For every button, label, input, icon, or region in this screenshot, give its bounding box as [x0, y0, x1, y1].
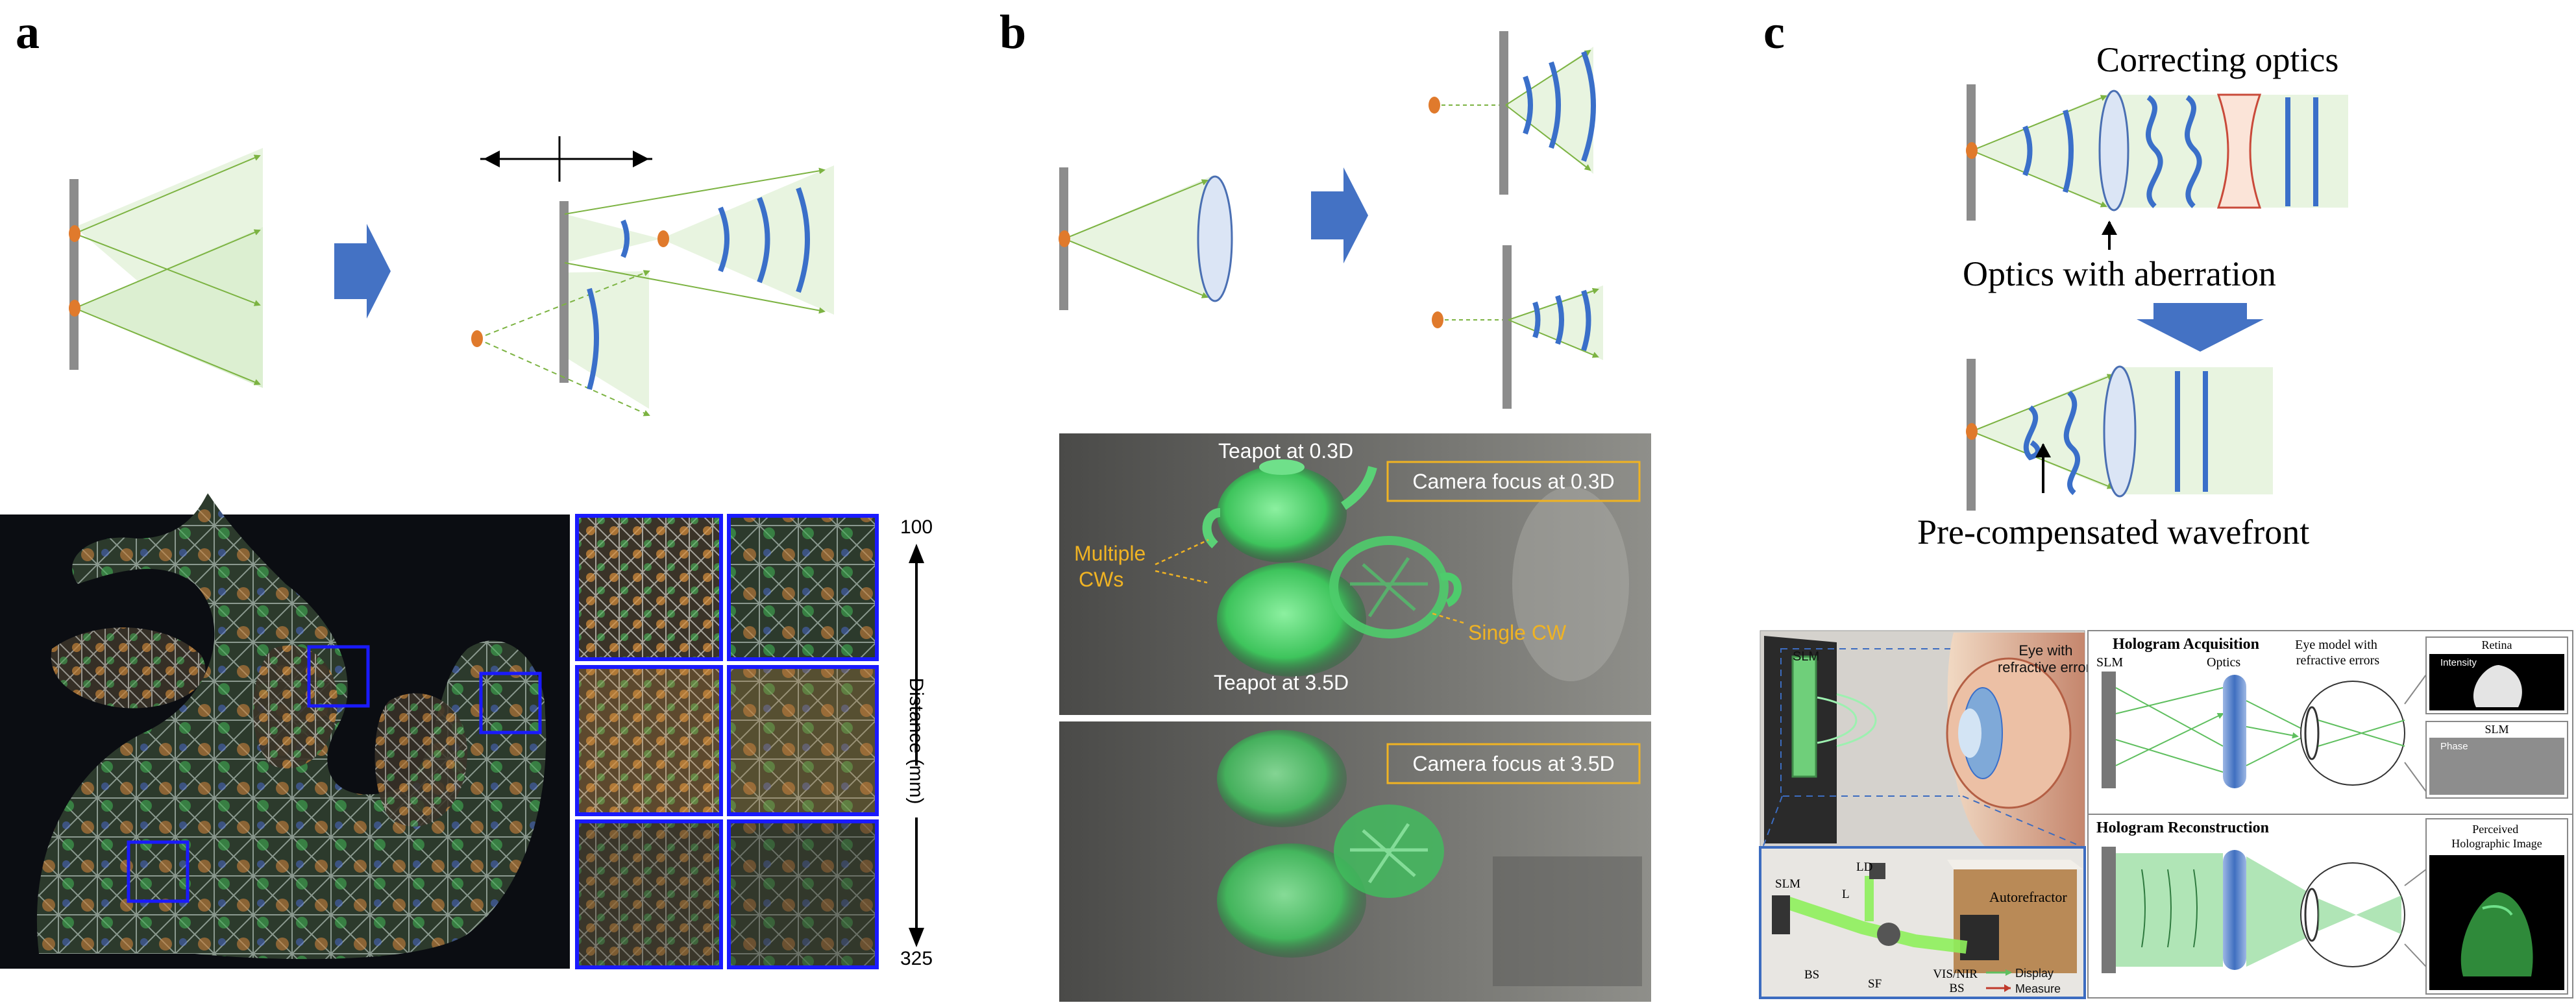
process-arrow: [334, 224, 391, 319]
retina-label: Retina: [2482, 638, 2512, 651]
panel-c: c Correcting optics Optics with aberrati…: [1759, 6, 2573, 999]
acquisition-title: Hologram Acquisition: [2113, 636, 2259, 653]
reconstruction-title: Hologram Reconstruction: [2096, 819, 2269, 836]
concave-lens: [2216, 93, 2262, 209]
highlight-box: [479, 672, 542, 734]
lens: [1197, 175, 1233, 302]
inset: [727, 514, 879, 661]
aberrated-lens: [2103, 365, 2137, 498]
legend-measure: Measure: [2015, 982, 2061, 995]
panel-c-letter: c: [1763, 6, 1785, 59]
focal-point: [657, 230, 669, 247]
highlight-box: [127, 840, 190, 903]
teapot-photo-focus-far: Camera focus at 3.5D: [1059, 721, 1651, 1002]
inset: [727, 819, 879, 969]
experimental-setup: SLM Eye with refractive errors: [1760, 630, 2098, 848]
point-source: [69, 225, 80, 242]
panel-c-precompensated-diagram: Pre-compensated wavefront: [1917, 359, 2309, 551]
slm-photo-label: SLM: [1775, 877, 1800, 891]
eye-model-label: Eye model with refractive errors: [2295, 638, 2381, 668]
point-source: [1966, 423, 1978, 440]
virtual-source: [471, 330, 483, 347]
acquisition-optics-label: Optics: [2207, 655, 2240, 670]
panel-a: a: [0, 6, 933, 969]
panel-b-wave-out-top: [1429, 31, 1596, 195]
point-source: [1432, 311, 1443, 328]
intensity-label: Intensity: [2440, 657, 2477, 668]
acquisition-slm-label: SLM: [2096, 655, 2123, 670]
teapot-near: [1202, 459, 1377, 563]
screen-plate: [1499, 31, 1508, 195]
teapot-top-label: Teapot at 0.3D: [1218, 439, 1353, 463]
panel-c-correcting-diagram: Correcting optics Optics with aberration: [1963, 40, 2348, 293]
setup-photo: LD L SLM Autorefractor BS SF VIS/NIR BS …: [1759, 846, 2086, 999]
focus-box-label: Camera focus at 3.5D: [1412, 752, 1614, 775]
slm-box-label: SLM: [2484, 723, 2509, 736]
panel-b-letter: b: [1000, 6, 1026, 59]
dragon-hologram-photo: [0, 493, 570, 969]
multiple-cws-label: Multiple CWs: [1074, 542, 1151, 591]
zoom-insets: [575, 514, 879, 969]
distance-axis: 100 Distance (mm) 325: [900, 516, 933, 969]
inset: [575, 819, 723, 969]
aberrated-lens: [2098, 90, 2129, 212]
screen-plate: [69, 179, 79, 370]
inset: [575, 665, 723, 816]
panel-b: b: [1000, 6, 1651, 1002]
distance-top-label: 100: [900, 516, 933, 538]
precompensated-label: Pre-compensated wavefront: [1917, 513, 2309, 551]
panel-a-two-source-diagram: [69, 148, 263, 388]
hologram-reconstruction: Hologram Reconstruction Perceived Hologr…: [2087, 814, 2573, 999]
point-source: [1966, 142, 1978, 159]
eye-model-circle: [2300, 681, 2405, 786]
process-arrow: [1311, 167, 1368, 263]
eye-with-refractive-errors-label: Eye with refractive errors: [1998, 642, 2098, 675]
focus-box-label: Camera focus at 0.3D: [1412, 470, 1614, 493]
visnir-bs-label: VIS/NIR BS: [1933, 967, 1980, 995]
point-source: [1059, 230, 1070, 247]
screen-plate: [559, 201, 569, 383]
hologram-acquisition: Hologram Acquisition SLM Optics Eye mode…: [2087, 630, 2573, 815]
screen-plate: [1503, 245, 1512, 409]
process-arrow: [2137, 303, 2264, 352]
point-source: [1429, 97, 1440, 114]
panel-a-focus-diagram: [471, 136, 834, 417]
sf-label: SF: [1868, 977, 1882, 991]
teapot-bottom-label: Teapot at 3.5D: [1214, 671, 1349, 694]
perceived-image-label: Perceived Holographic Image: [2451, 823, 2542, 850]
legend-display: Display: [2015, 967, 2054, 980]
optics-with-aberration-label: Optics with aberration: [1963, 254, 2276, 293]
focus-box: [1386, 461, 1641, 502]
focus-box: [1386, 743, 1641, 784]
inset: [727, 665, 879, 816]
teapot-far: [1217, 536, 1462, 677]
correcting-optics-label: Correcting optics: [2096, 40, 2338, 79]
highlight-box: [307, 645, 370, 708]
autorefractor-label: Autorefractor: [1989, 889, 2067, 905]
panel-b-wave-out-bottom: [1432, 245, 1603, 409]
panel-b-lens-diagram: [1059, 167, 1233, 310]
teapot-photo-focus-near: Teapot at 0.3D Camera focus at 0.3D Mult…: [1059, 433, 1651, 715]
distance-axis-label: Distance (mm): [905, 677, 927, 804]
single-cw-label: Single CW: [1468, 621, 1567, 644]
phase-label: Phase: [2440, 741, 2468, 752]
inset: [575, 514, 723, 661]
setup-slm-label: SLM: [1793, 649, 1819, 664]
point-source: [69, 300, 80, 317]
bs-label: BS: [1804, 968, 1819, 982]
l-label: L: [1842, 888, 1850, 901]
panel-a-letter: a: [16, 6, 40, 59]
ld-label: LD: [1856, 860, 1872, 874]
distance-bottom-label: 325: [900, 948, 933, 969]
